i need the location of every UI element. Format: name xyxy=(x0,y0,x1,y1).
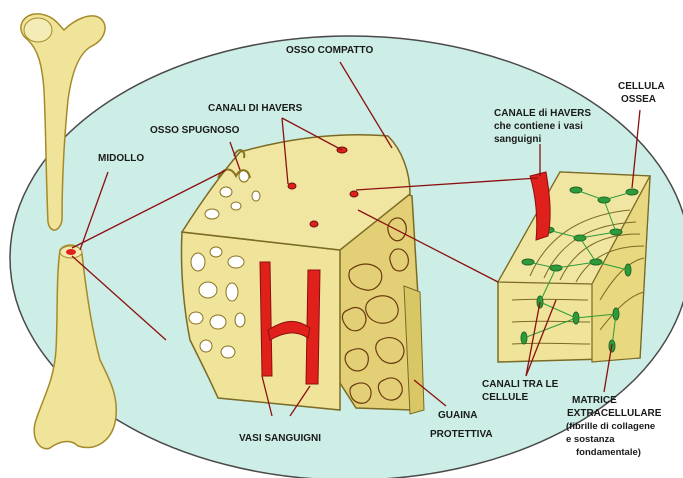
label-midollo: MIDOLLO xyxy=(98,153,145,164)
magnified-tissue-block xyxy=(496,171,651,363)
label-osso-spugnoso: OSSO SPUGNOSO xyxy=(150,125,240,136)
label-cellula-line2: OSSEA xyxy=(621,94,657,105)
label-guaina-line2: PROTETTIVA xyxy=(430,429,493,440)
label-cellula-line1: CELLULA xyxy=(618,81,665,92)
marrow-dot xyxy=(66,249,76,255)
bone-block xyxy=(180,134,425,415)
label-matrice-line5: fondamentale) xyxy=(576,447,641,458)
label-canale-havers-line2: che contiene i vasi xyxy=(494,121,583,132)
haversian-canal-openings xyxy=(287,146,359,228)
havers-canal-vessel xyxy=(529,171,551,241)
label-matrice-line1: MATRICE xyxy=(572,395,617,406)
label-canali-tra-line1: CANALI TRA LE xyxy=(482,379,559,390)
label-vasi-sanguigni: VASI SANGUIGNI xyxy=(239,433,322,444)
label-matrice-line2: EXTRACELLULARE xyxy=(567,408,662,419)
label-canali-tra-line2: CELLULE xyxy=(482,392,529,403)
label-matrice-line4: e sostanza xyxy=(566,434,615,445)
label-guaina-line1: GUAINA xyxy=(438,410,478,421)
label-osso-compatto: OSSO COMPATTO xyxy=(286,45,374,56)
label-matrice-line3: (fibrille di collagene xyxy=(566,421,656,432)
blood-vessels xyxy=(259,261,321,385)
femur-lower xyxy=(33,244,118,450)
label-canale-havers-line3: sanguigni xyxy=(494,134,542,145)
leader-lines xyxy=(71,61,641,417)
femur-upper xyxy=(20,13,106,231)
label-canali-havers: CANALI DI HAVERS xyxy=(208,103,303,114)
label-canale-havers-line1: CANALE di HAVERS xyxy=(494,108,592,119)
